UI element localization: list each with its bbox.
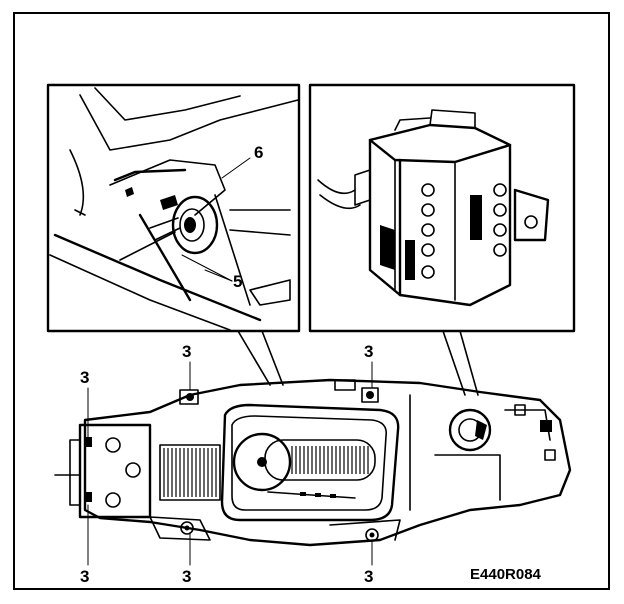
callout-3-left-top: 3 xyxy=(80,368,89,387)
callout-3-bottom-right: 3 xyxy=(364,567,373,586)
figure-reference-code: E440R084 xyxy=(470,566,542,583)
callout-3-top-mid: 3 xyxy=(364,342,373,361)
inset-actuator-module xyxy=(308,83,576,333)
left-mount-plate xyxy=(78,423,152,519)
leader-right-inset xyxy=(442,330,466,396)
callout-6: 6 xyxy=(254,143,263,162)
main-assembly xyxy=(54,378,572,547)
callout-3-left-bottom: 3 xyxy=(80,567,89,586)
gear-rack xyxy=(159,444,221,501)
callout-3-bottom-mid: 3 xyxy=(182,567,191,586)
center-cover xyxy=(220,403,400,522)
callout-5: 5 xyxy=(233,272,242,291)
inset-linkage-detail xyxy=(46,83,301,333)
actuator-motor xyxy=(448,408,492,452)
drive-gear xyxy=(232,432,292,492)
callout-3-top-left: 3 xyxy=(182,342,191,361)
module-holes xyxy=(421,183,507,279)
leader-left-inset xyxy=(237,330,271,386)
